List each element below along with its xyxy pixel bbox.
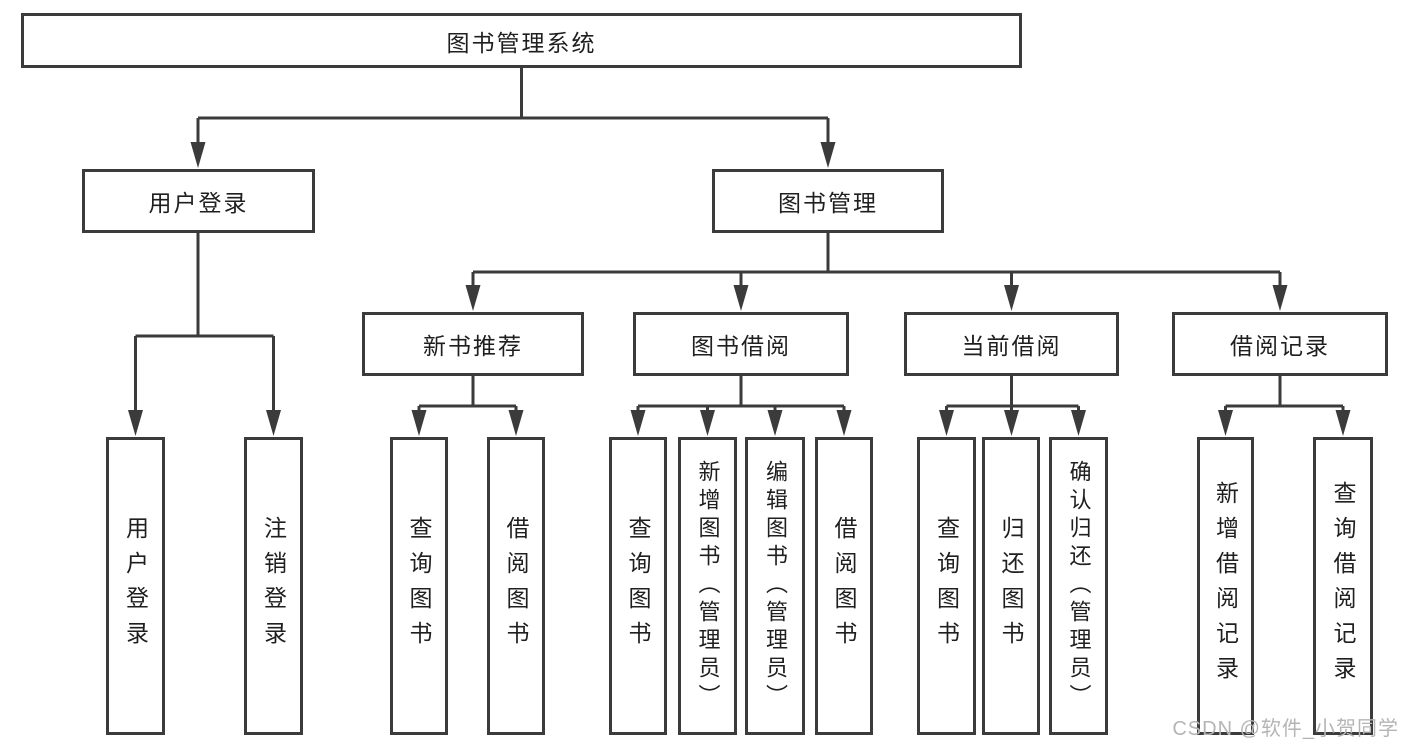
node-book-borrow: 图书借阅: [633, 312, 849, 376]
leaf-query-books-borrow: 查询图书: [609, 437, 667, 735]
leaf-user-login: 用户登录: [106, 437, 165, 735]
leaf-label: 借阅图书: [831, 516, 857, 656]
node-new-book-recommend: 新书推荐: [362, 312, 584, 376]
leaf-borrow-books: 借阅图书: [815, 437, 873, 735]
leaf-label: 归还图书: [998, 516, 1024, 656]
node-root: 图书管理系统: [21, 13, 1022, 68]
leaf-add-borrow-record: 新增借阅记录: [1197, 437, 1254, 735]
leaf-add-book-admin: 新增图书（管理员）: [678, 437, 737, 735]
watermark: CSDN @软件_小贺同学: [1172, 718, 1399, 740]
leaf-label: 注销登录: [260, 516, 287, 656]
node-user-login: 用户登录: [82, 169, 315, 233]
leaf-label: 查询借阅记录: [1330, 481, 1356, 691]
leaf-query-borrow-record: 查询借阅记录: [1313, 437, 1373, 735]
leaf-return-book: 归还图书: [982, 437, 1040, 735]
node-borrow-records: 借阅记录: [1172, 312, 1388, 376]
leaf-label: 查询图书: [625, 516, 651, 656]
leaf-label: 新增借阅记录: [1212, 481, 1239, 691]
leaf-confirm-return-admin: 确认归还（管理员）: [1049, 437, 1108, 735]
leaf-logout: 注销登录: [244, 437, 303, 735]
leaf-query-books-current: 查询图书: [917, 437, 976, 735]
leaf-query-books-recommend: 查询图书: [390, 437, 448, 735]
leaf-edit-book-admin: 编辑图书（管理员）: [745, 437, 805, 735]
leaf-label: 编辑图书（管理员）: [763, 460, 788, 712]
leaf-borrow-books-recommend: 借阅图书: [487, 437, 545, 735]
leaf-label: 用户登录: [122, 516, 149, 656]
leaf-label: 确认归还（管理员）: [1066, 460, 1092, 712]
node-book-management: 图书管理: [712, 169, 944, 233]
leaf-label: 借阅图书: [503, 516, 529, 656]
leaf-label: 查询图书: [933, 516, 960, 656]
node-current-borrow: 当前借阅: [904, 312, 1119, 376]
leaf-label: 新增图书（管理员）: [695, 460, 721, 712]
leaf-label: 查询图书: [406, 516, 432, 656]
